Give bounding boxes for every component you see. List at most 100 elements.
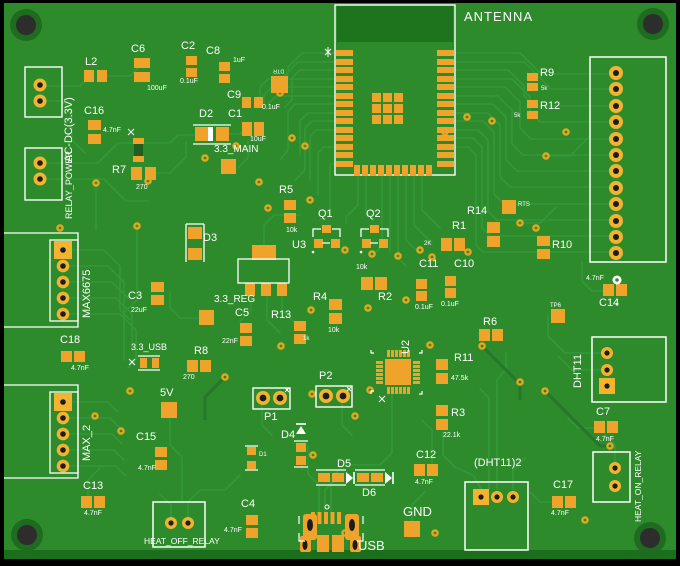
u2-qfn-package	[370, 350, 423, 403]
pin1-star-icon	[346, 386, 352, 392]
val-C8: 1uF	[233, 57, 246, 64]
val-C6: 100uF	[147, 85, 167, 92]
ref-R6: R6	[483, 316, 498, 328]
ref-R3: R3	[451, 407, 466, 419]
ref-D6: D6	[362, 487, 377, 499]
ref-D4: D4	[281, 429, 296, 441]
pin1-star-icon	[378, 395, 386, 403]
ref-C15: C15	[136, 431, 157, 443]
ref-C6: C6	[131, 43, 146, 55]
ref-R2: R2	[378, 291, 393, 303]
ref-R4: R4	[313, 291, 328, 303]
val-C17: 4.7nF	[551, 510, 569, 517]
val-C9: 0.1uF	[262, 104, 280, 111]
ref-R13: R13	[271, 309, 292, 321]
silkscreen-details	[127, 124, 619, 486]
ref-C10: C10	[454, 258, 475, 270]
val-R11: 47.5k	[451, 375, 469, 382]
pin1-star-icon	[284, 387, 290, 393]
ref-C7: C7	[596, 406, 611, 418]
ref-C8: C8	[206, 45, 221, 57]
ref-R14: R14	[467, 205, 488, 217]
antenna-label: ANTENNA	[464, 9, 534, 24]
val-C3: 22uF	[131, 307, 147, 314]
antenna-keepout-zone	[337, 6, 453, 42]
ref-U3: U3	[292, 239, 307, 251]
ref-D2: D2	[199, 108, 214, 120]
val-C7: 4.7nF	[596, 436, 614, 443]
val-C10: 0.1uF	[441, 301, 459, 308]
ref-Q1: Q1	[318, 208, 333, 220]
ref-D3: D3	[203, 232, 218, 244]
usb-connector-footprint	[298, 504, 364, 552]
ref-C2: C2	[181, 40, 196, 52]
ref-R8: R8	[194, 345, 209, 357]
ref-C17: C17	[553, 479, 574, 491]
ref-R9: R9	[540, 67, 555, 79]
ref-U2: U2	[400, 339, 412, 354]
connector-label-max6675: MAX6675	[81, 269, 93, 318]
val-C18: 4.7nF	[71, 365, 89, 372]
net-label-gnd: GND	[403, 504, 432, 519]
led-body	[134, 144, 143, 156]
net-label-3v3-main: 3.3_MAIN	[214, 144, 259, 155]
ref-L2: L2	[85, 56, 98, 68]
ref-Q2: Q2	[366, 208, 381, 220]
ref-R12: R12	[540, 100, 561, 112]
connector-label-dht11-2: (DHT11)2	[474, 457, 522, 469]
val-R9: 5k	[541, 86, 548, 92]
connector-label-heat-on-relay: HEAT_ON_RELAY	[633, 450, 643, 523]
val-R4: 10k	[328, 327, 340, 334]
net-label-5v: 5V	[160, 387, 174, 399]
ref-C16: C16	[84, 105, 105, 117]
ref-C11: C11	[419, 258, 439, 270]
ref-C3: C3	[128, 290, 143, 302]
ref-R11: R11	[454, 352, 474, 364]
val-R8: 270	[183, 374, 195, 381]
val-C2: 0.1uF	[180, 78, 198, 85]
val-C16: 4.7nF	[103, 127, 121, 134]
pin1-star-icon	[324, 47, 332, 57]
rf-module-footprint	[324, 4, 456, 176]
val-C1: 10uF	[250, 136, 266, 143]
ref-P2: P2	[319, 370, 333, 382]
ref-C9: C9	[227, 89, 242, 101]
val-R7: 270	[136, 184, 148, 191]
connector-label-usb: USB	[358, 538, 385, 553]
ref-C1: C1	[228, 108, 243, 120]
ref-C14: C14	[599, 297, 620, 309]
ref-R7: R7	[112, 164, 127, 176]
ref-C13: C13	[83, 480, 104, 492]
val-R3: 22.1k	[443, 432, 461, 439]
net-label-3v3-usb: 3.3_USB	[131, 342, 168, 352]
mounting-holes	[10, 8, 669, 554]
testpoint-label-dtr: DTR	[273, 67, 285, 74]
net-label-3v3-reg: 3.3_REG	[214, 294, 256, 305]
val-C4: 4.7nF	[224, 527, 242, 534]
pin1-star-icon	[128, 358, 136, 366]
ref-R5: R5	[279, 184, 294, 196]
ref-C5: C5	[235, 307, 250, 319]
val-C13: 4.7nF	[84, 510, 102, 517]
val-R2: 10k	[356, 264, 368, 271]
pin1-star-icon	[127, 128, 135, 136]
through-hole-connectors	[4, 56, 667, 551]
vias	[56, 89, 614, 537]
testpoint-label-rts: RTS	[518, 202, 530, 208]
connector-label-max2: MAX_2	[81, 424, 93, 461]
ref-P1: P1	[264, 411, 278, 423]
val-C11: 0.1uF	[415, 304, 433, 311]
val-R13: 1k	[303, 336, 310, 342]
connector-label-relay-power: RELAY_POWER	[64, 151, 74, 219]
val-R1: 2K	[424, 241, 432, 247]
val-R12: 5k	[514, 113, 521, 119]
val-C5: 22nF	[222, 338, 238, 345]
val-C15: 4.7nF	[138, 465, 156, 472]
ref-D5: D5	[337, 458, 352, 470]
ref-C4: C4	[241, 498, 256, 510]
ref-C18: C18	[60, 334, 81, 346]
ref-C12: C12	[416, 449, 437, 461]
val-C14: 4.7nF	[586, 275, 604, 282]
val-C12: 4.7nF	[415, 479, 433, 486]
